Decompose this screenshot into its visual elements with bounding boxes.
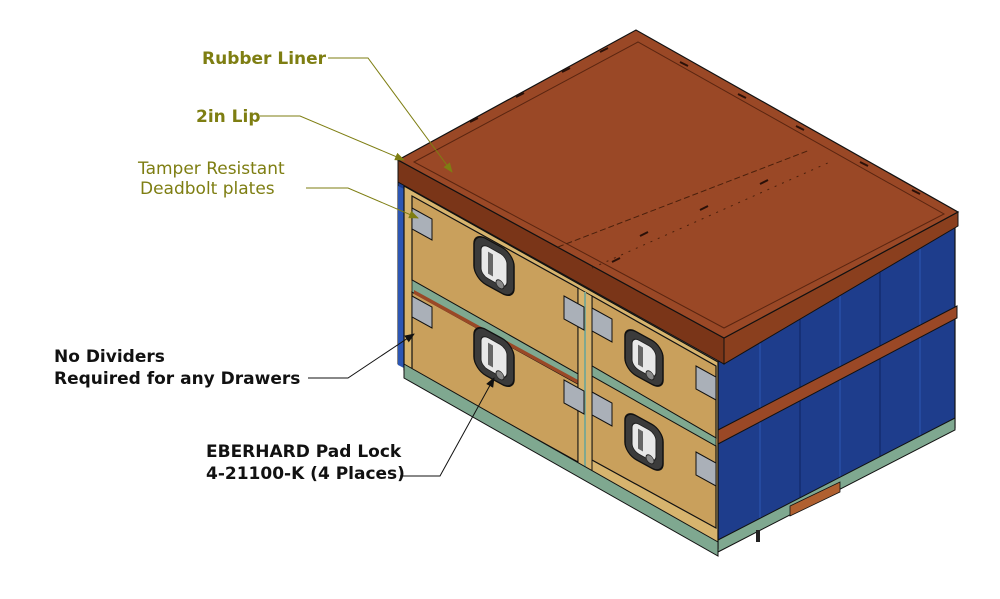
padlock-icon[interactable]: [624, 409, 664, 474]
annotation-rubber-liner: Rubber Liner: [202, 49, 453, 173]
deadbolt-plate: [563, 295, 585, 331]
rubber-liner-label: Rubber Liner: [202, 49, 327, 69]
annotation-padlock: EBERHARD Pad Lock 4-21100-K (4 Places): [206, 377, 495, 484]
deadbolt-plate: [591, 307, 613, 343]
padlock-label-line2: 4-21100-K (4 Places): [206, 464, 405, 484]
annotation-dividers: No Dividers Required for any Drawers: [54, 333, 415, 389]
deadbolt-plate: [591, 391, 613, 427]
padlocks: [473, 232, 664, 474]
annotation-lip: 2in Lip: [196, 107, 405, 161]
dividers-label-line2: Required for any Drawers: [54, 369, 300, 389]
deadbolt-plate: [563, 379, 585, 415]
padlock-icon[interactable]: [624, 325, 664, 390]
deadbolt-plate: [695, 365, 717, 401]
padlock-label-line1: EBERHARD Pad Lock: [206, 442, 402, 462]
lip-label: 2in Lip: [196, 107, 261, 127]
top-lid: [396, 29, 960, 365]
annotation-tamper-plates: Tamper Resistant Deadbolt plates: [137, 159, 419, 219]
padlock-icon[interactable]: [473, 323, 515, 391]
dividers-label-line1: No Dividers: [54, 347, 165, 367]
deadbolt-plate: [411, 295, 433, 329]
padlock-icon[interactable]: [473, 232, 515, 300]
tamper-label-line1: Tamper Resistant: [137, 159, 285, 179]
right-side-panel: [717, 220, 958, 553]
deadbolt-plate: [695, 451, 717, 487]
rubber-liner: [396, 29, 960, 339]
tamper-label-line2: Deadbolt plates: [140, 179, 275, 199]
